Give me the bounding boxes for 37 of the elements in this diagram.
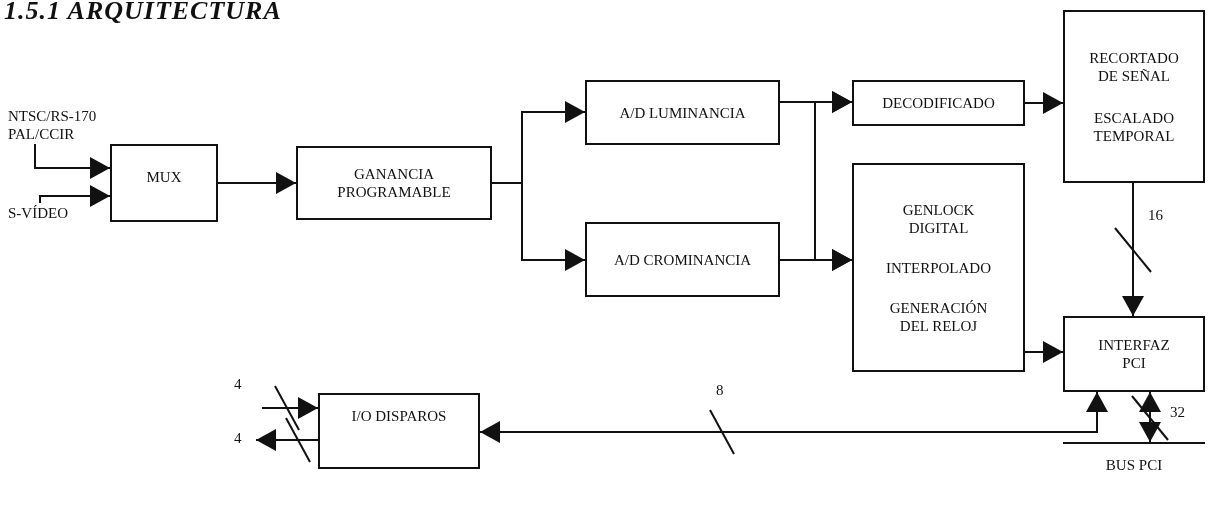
block-label: GANANCIA PROGRAMABLE xyxy=(336,165,452,201)
block-box xyxy=(585,222,780,297)
block-label: DECODIFICADO xyxy=(882,94,995,112)
block-label: I/O DISPAROS xyxy=(351,407,447,425)
block-label: GENLOCK DIGITAL xyxy=(901,200,976,237)
block-box xyxy=(1063,10,1205,183)
block-box xyxy=(1063,316,1205,392)
block-label: A/D LUMINANCIA xyxy=(619,103,746,122)
block-box xyxy=(585,80,780,145)
bus-label: BUS PCI xyxy=(1105,456,1163,474)
block-label: ESCALADO TEMPORAL xyxy=(1092,108,1176,145)
arrow xyxy=(1024,92,1064,114)
block-label: A/D CROMINANCIA xyxy=(613,250,752,269)
bus-arrow xyxy=(255,417,319,463)
arrow xyxy=(1024,341,1064,363)
block-box xyxy=(296,146,492,220)
bus-arrow xyxy=(261,385,319,431)
bus-arrow xyxy=(479,391,1108,455)
block-label: MUX xyxy=(146,168,182,186)
bus-arrow xyxy=(1114,182,1152,317)
section-title: 1.5.1 ARQUITECTURA xyxy=(4,0,282,26)
block-box xyxy=(852,80,1025,126)
block-box xyxy=(110,144,218,222)
block-label: GENERACIÓN DEL RELOJ xyxy=(888,298,989,335)
signal-label: S-VÍDEO xyxy=(8,203,68,222)
arrow xyxy=(217,172,297,194)
arrow xyxy=(491,182,586,271)
block-label: RECORTADO DE SEÑAL xyxy=(1088,48,1180,85)
signal-label: NTSC/RS-170 PAL/CCIR xyxy=(8,107,98,143)
arrow xyxy=(34,143,111,179)
block-box xyxy=(318,393,480,469)
bus-arrow xyxy=(1131,391,1169,443)
arrow xyxy=(39,185,111,207)
block-label: INTERPOLADO xyxy=(886,258,991,277)
block-box xyxy=(852,163,1025,372)
block-label: INTERFAZ PCI xyxy=(1097,336,1171,372)
arrow xyxy=(779,249,853,271)
